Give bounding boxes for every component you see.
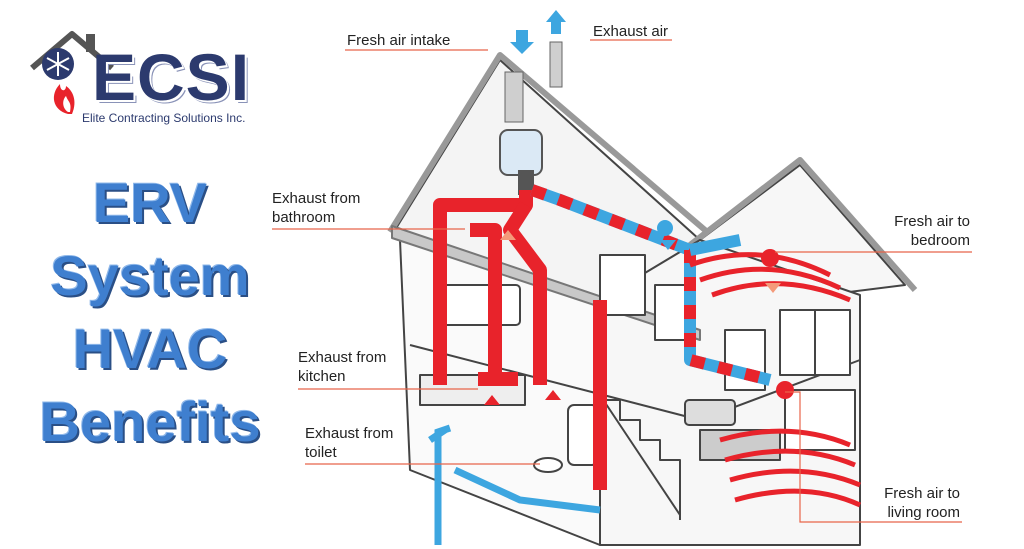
label-exhaust-bathroom: Exhaust from bathroom bbox=[272, 189, 360, 227]
bedroom-vent-icon bbox=[761, 249, 779, 267]
label-fresh-air-bedroom-line-1: Fresh air to bbox=[894, 213, 970, 230]
label-fresh-air-intake: Fresh air intake bbox=[347, 32, 451, 49]
arrow-up-icon bbox=[546, 10, 566, 34]
label-exhaust-bathroom-line-1: Exhaust from bbox=[272, 190, 361, 207]
headline-line-4: Benefits bbox=[39, 390, 261, 453]
snowflake-glyph bbox=[46, 52, 70, 76]
label-exhaust-toilet: Exhaust from toilet bbox=[305, 424, 393, 462]
bedroom-heating-loops bbox=[689, 252, 851, 303]
label-exhaust-toilet-line-2: toilet bbox=[305, 444, 337, 461]
exhaust-duct bbox=[433, 190, 607, 490]
ceiling-vent-icon bbox=[657, 220, 673, 236]
label-fresh-air-bedroom-line-2: bedroom bbox=[910, 232, 970, 249]
arrow-down-icon bbox=[510, 30, 534, 54]
house-outline bbox=[387, 52, 918, 546]
headline-line-3: HVAC bbox=[72, 317, 228, 380]
label-exhaust-kitchen-line-2: kitchen bbox=[298, 368, 346, 385]
headline: ERV System HVAC Benefits bbox=[16, 166, 284, 458]
label-fresh-air-living-line-2: living room bbox=[887, 504, 960, 521]
headline-line-2: System bbox=[50, 244, 250, 307]
label-fresh-air-bedroom: Fresh air to bedroom bbox=[870, 212, 970, 250]
logo-tagline: Elite Contracting Solutions Inc. bbox=[82, 111, 246, 125]
callout-lines bbox=[272, 39, 972, 523]
house-logo-icon bbox=[30, 31, 114, 114]
living-heating-loops bbox=[719, 428, 862, 508]
kitchen-hood-icon bbox=[478, 372, 518, 386]
label-exhaust-toilet-line-1: Exhaust from bbox=[305, 425, 394, 442]
logo-name: ECSI bbox=[92, 40, 251, 114]
label-exhaust-bathroom-line-2: bathroom bbox=[272, 209, 336, 226]
label-fresh-air-living: Fresh air to living room bbox=[860, 484, 960, 522]
living-vent-icon bbox=[776, 381, 794, 399]
ecsi-logo: ECSI Elite Contracting Solutions Inc. bbox=[28, 28, 268, 128]
water-loop bbox=[428, 424, 601, 545]
label-exhaust-air: Exhaust air bbox=[593, 23, 669, 40]
label-exhaust-kitchen-line-1: Exhaust from bbox=[298, 349, 387, 366]
label-fresh-air-living-line-1: Fresh air to bbox=[884, 485, 960, 502]
fresh-air-duct bbox=[529, 184, 772, 386]
label-exhaust-kitchen: Exhaust from kitchen bbox=[298, 348, 386, 386]
erv-unit-icon bbox=[499, 41, 563, 195]
headline-line-1: ERV bbox=[92, 171, 208, 234]
